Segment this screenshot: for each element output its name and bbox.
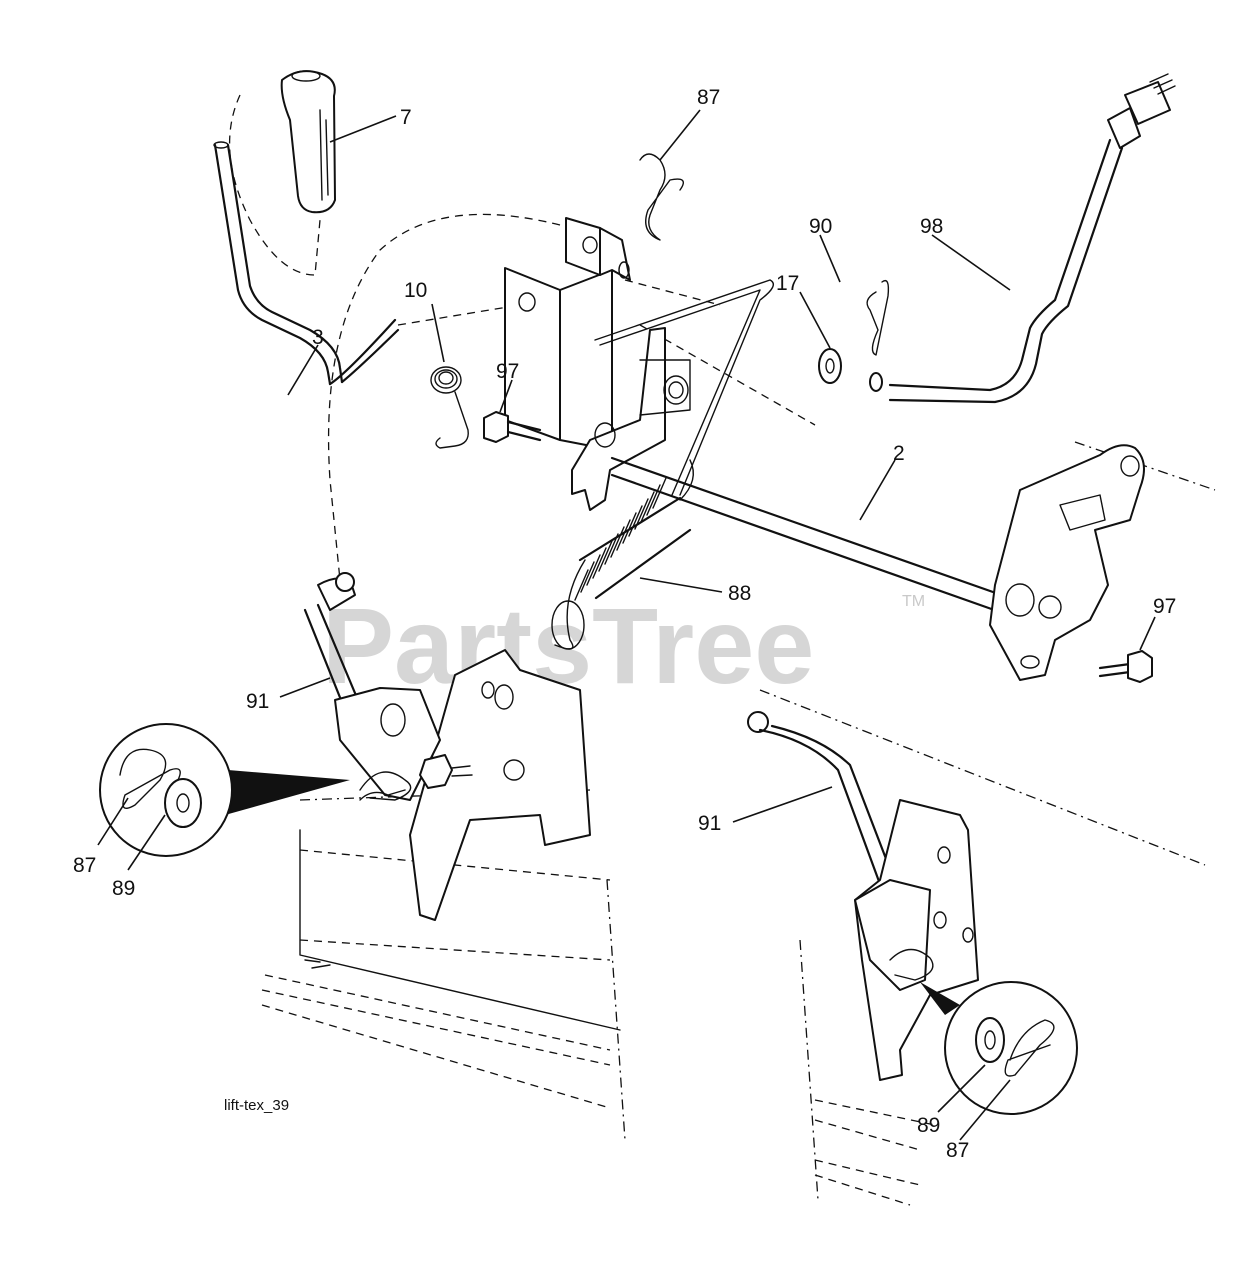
washer-17	[818, 348, 842, 384]
callout-98: 98	[920, 215, 943, 238]
trademark-mark: TM	[902, 593, 925, 610]
height-adjust-rod	[869, 73, 1176, 404]
chassis-outline	[261, 279, 1216, 1206]
callout-89-right: 89	[917, 1114, 940, 1137]
callout-87-right: 87	[946, 1139, 969, 1162]
leader-lines	[97, 109, 1156, 1141]
callout-97-left: 97	[496, 360, 519, 383]
callout-3: 3	[312, 326, 324, 349]
lift-arm-right	[989, 444, 1145, 681]
hairpin-clip-left	[359, 789, 406, 801]
handle-grip	[228, 70, 336, 276]
lift-shaft	[594, 279, 1012, 614]
hairpin-clip-90	[866, 279, 890, 356]
diagram-caption: lift-tex_39	[224, 1097, 289, 1114]
detail-circle-left	[99, 723, 350, 857]
callout-87-left: 87	[73, 854, 96, 877]
callout-labels: 7 87 90 98 10 17 3 97 2 88 97 91 87 89 9…	[73, 86, 1176, 1162]
assembly-path	[327, 213, 561, 581]
callout-7: 7	[400, 106, 412, 129]
callout-89-left: 89	[112, 877, 135, 900]
extension-spring	[551, 459, 694, 650]
torsion-spring	[430, 366, 469, 449]
callout-17: 17	[776, 272, 799, 295]
bracket-plate-left	[334, 649, 591, 921]
bracket-plate-right	[854, 799, 979, 1081]
detail-circle-right	[920, 981, 1078, 1115]
callout-2: 2	[893, 442, 905, 465]
hairpin-clip-87	[639, 153, 684, 241]
callout-91-right: 91	[698, 812, 721, 835]
callout-87-top: 87	[697, 86, 720, 109]
assembly-path-2	[397, 304, 521, 326]
callout-91-left: 91	[246, 690, 269, 713]
bolt-right	[1098, 650, 1153, 683]
bolt-left	[483, 411, 542, 443]
callout-10: 10	[404, 279, 427, 302]
callout-88: 88	[728, 582, 751, 605]
lift-bracket	[504, 217, 691, 511]
callout-90: 90	[809, 215, 832, 238]
callout-97-right: 97	[1153, 595, 1176, 618]
lift-handle-rod	[213, 141, 400, 386]
